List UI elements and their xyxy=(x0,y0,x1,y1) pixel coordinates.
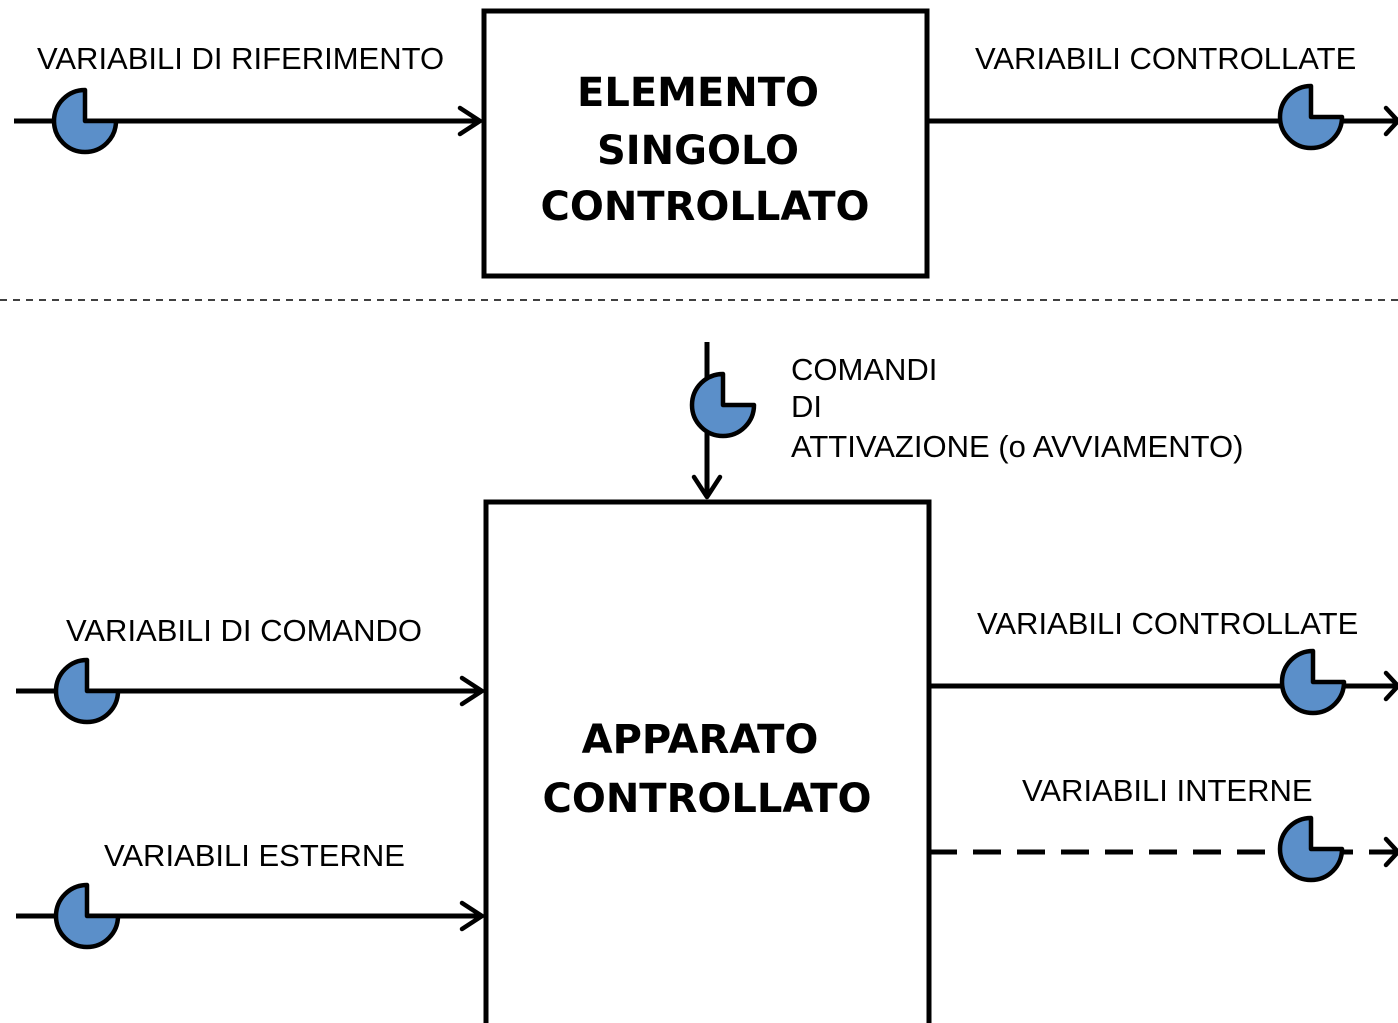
command-input-arrowhead xyxy=(459,675,485,707)
activation-label-line-1: COMANDI xyxy=(791,352,937,387)
command-variable-icon xyxy=(53,657,121,725)
activation-commands-label: COMANDI DI ATTIVAZIONE (o AVVIAMENTO) xyxy=(791,352,1243,464)
apparatus-title-line-1: APPARATO xyxy=(582,717,819,763)
reference-input-arrowhead xyxy=(457,105,483,137)
external-variables-label: VARIABILI ESTERNE xyxy=(104,838,405,873)
internal-output-arrowhead xyxy=(1383,836,1398,868)
title-line-2: SINGOLO xyxy=(597,128,799,174)
controlled-apparatus-title: APPARATO CONTROLLATO xyxy=(542,717,871,822)
apparatus-title-line-2: CONTROLLATO xyxy=(542,776,871,822)
command-variables-label: VARIABILI DI COMANDO xyxy=(66,613,422,648)
controlled-apparatus-box xyxy=(483,499,932,1023)
internal-variables-label: VARIABILI INTERNE xyxy=(1022,773,1313,808)
activation-command-arrowhead xyxy=(691,474,723,500)
activation-label-line-3: ATTIVAZIONE (o AVVIAMENTO) xyxy=(791,429,1243,464)
controlled-output-arrowhead-bottom xyxy=(1383,670,1398,702)
title-line-1: ELEMENTO xyxy=(577,70,819,116)
reference-variable-icon xyxy=(51,87,119,155)
external-variable-icon xyxy=(53,882,121,950)
title-line-3: CONTROLLATO xyxy=(540,184,869,230)
controlled-output-arrowhead-top xyxy=(1383,105,1398,137)
top-section: VARIABILI DI RIFERIMENTO ELEMENTO SINGOL… xyxy=(14,8,1398,279)
controlled-variable-icon-top xyxy=(1277,83,1345,151)
single-controlled-element-box xyxy=(481,8,930,279)
activation-command-icon xyxy=(689,371,757,439)
reference-variables-label: VARIABILI DI RIFERIMENTO xyxy=(37,41,444,76)
bottom-section: COMANDI DI ATTIVAZIONE (o AVVIAMENTO) AP… xyxy=(16,342,1398,1023)
single-controlled-element-title: ELEMENTO SINGOLO CONTROLLATO xyxy=(540,70,869,230)
controlled-variables-label-top: VARIABILI CONTROLLATE xyxy=(975,41,1356,76)
external-input-arrowhead xyxy=(459,900,485,932)
internal-variable-icon xyxy=(1277,815,1345,883)
controlled-variables-label-bottom: VARIABILI CONTROLLATE xyxy=(977,606,1358,641)
activation-label-line-2: DI xyxy=(791,389,822,424)
controlled-variable-icon-bottom xyxy=(1279,648,1347,716)
